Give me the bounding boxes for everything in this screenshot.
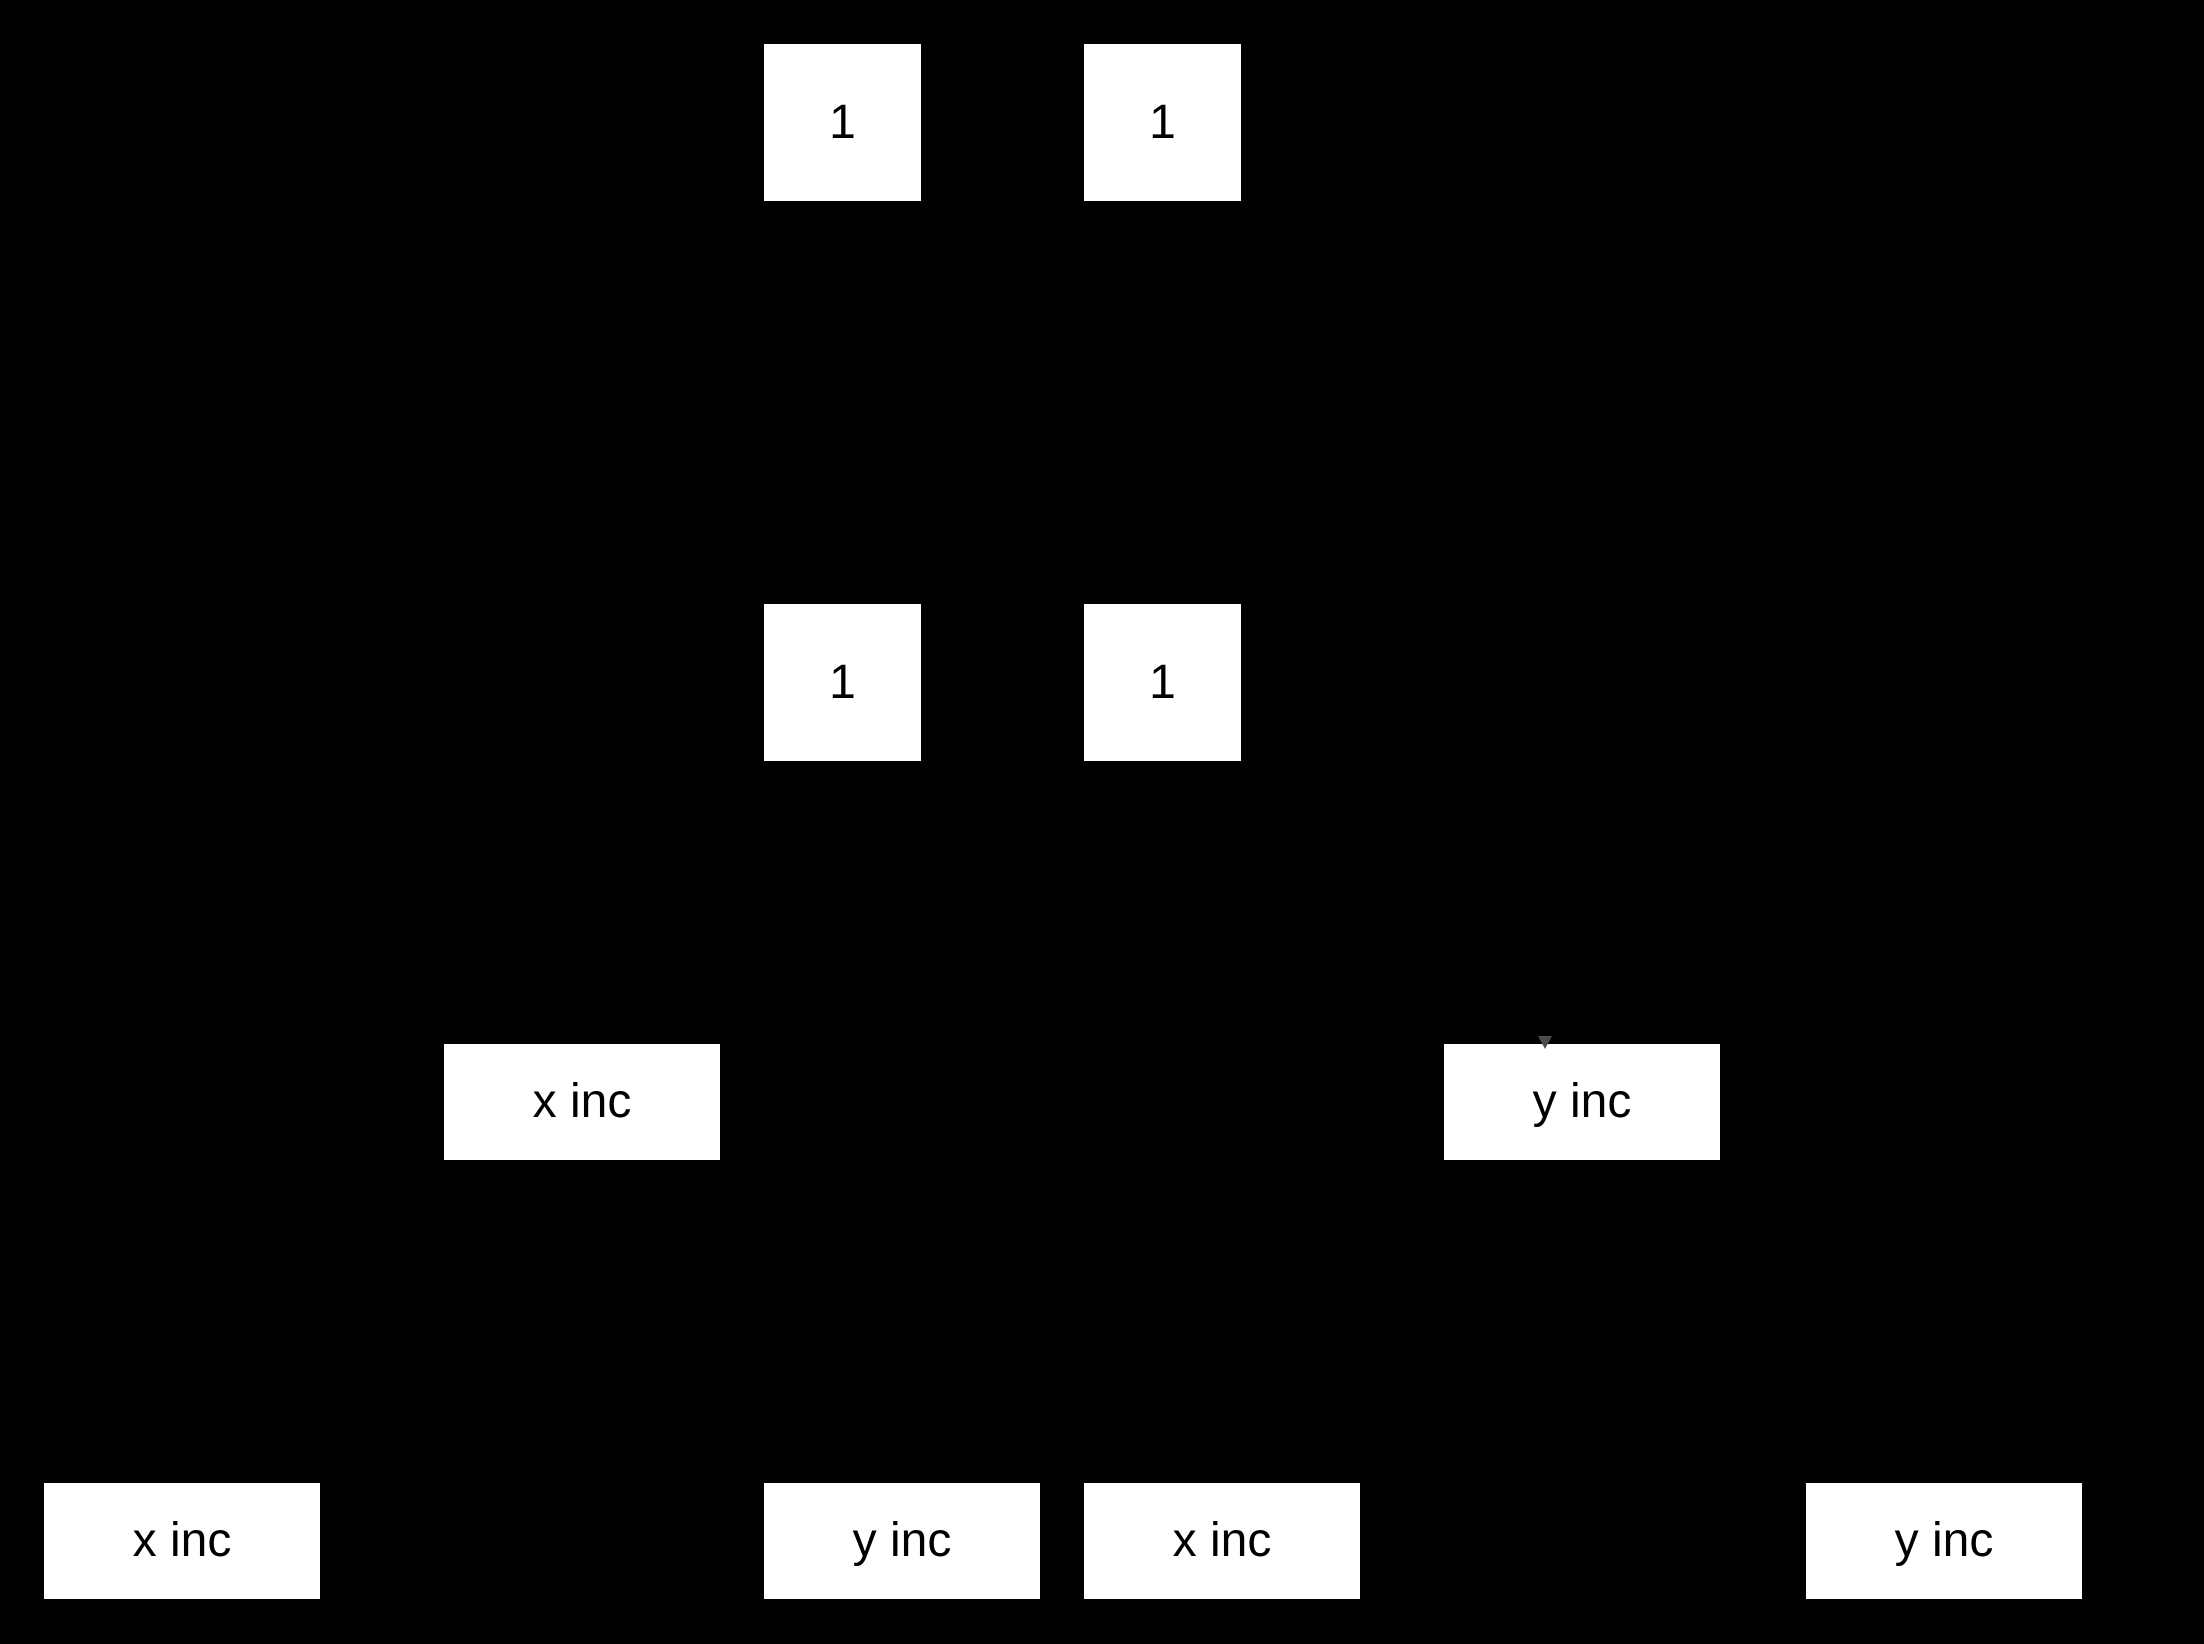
node-y-inc-row4-fourth: y inc bbox=[1806, 1483, 2082, 1599]
node-1-row2-right: 1 bbox=[1084, 604, 1241, 761]
node-y-inc-row4-second: y inc bbox=[764, 1483, 1040, 1599]
node-x-inc-row4-third: x inc bbox=[1084, 1483, 1360, 1599]
node-1-row2-left: 1 bbox=[764, 604, 921, 761]
node-1-row1-right: 1 bbox=[1084, 44, 1241, 201]
node-x-inc-row3-left: x inc bbox=[444, 1044, 720, 1160]
node-1-row1-left: 1 bbox=[764, 44, 921, 201]
arrowhead-tip-artifact bbox=[1538, 1036, 1552, 1049]
node-x-inc-row4-first: x inc bbox=[44, 1483, 320, 1599]
node-y-inc-row3-right: y inc bbox=[1444, 1044, 1720, 1160]
